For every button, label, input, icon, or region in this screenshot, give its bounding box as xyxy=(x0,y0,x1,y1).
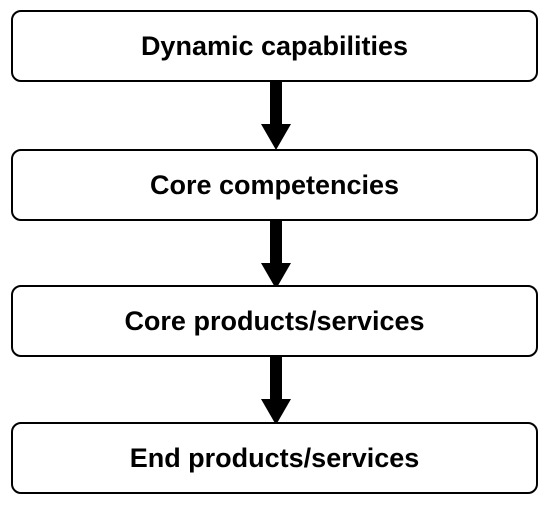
node-core-competencies: Core competencies xyxy=(11,149,538,221)
node-dynamic-capabilities: Dynamic capabilities xyxy=(11,10,538,82)
node-end-products-services: End products/services xyxy=(11,422,538,494)
node-label: Core products/services xyxy=(124,305,425,336)
down-arrow-icon xyxy=(261,357,291,425)
node-label: Dynamic capabilities xyxy=(140,30,409,61)
down-arrow-icon xyxy=(261,221,291,289)
down-arrow-icon xyxy=(261,82,291,150)
node-label: End products/services xyxy=(129,442,420,473)
node-label: Core competencies xyxy=(149,169,400,200)
node-core-products-services: Core products/services xyxy=(11,285,538,357)
